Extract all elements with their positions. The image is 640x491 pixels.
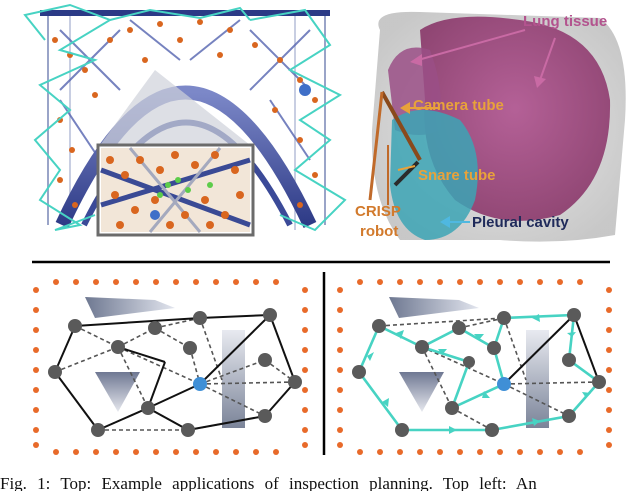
start-node bbox=[497, 377, 511, 391]
obstacle-bar bbox=[526, 330, 549, 428]
lung-illustration bbox=[368, 11, 626, 242]
graph-nodes bbox=[352, 308, 606, 437]
graph-left bbox=[33, 279, 308, 455]
inspection-zoom-inset bbox=[100, 147, 251, 233]
label-robot: robot bbox=[360, 223, 398, 240]
figure-caption: Fig. 1: Top: Example applications of ins… bbox=[0, 470, 640, 491]
path-arrowheads bbox=[367, 314, 591, 434]
label-snare-tube: Snare tube bbox=[418, 167, 496, 184]
label-pleural-cavity: Pleural cavity bbox=[472, 214, 569, 231]
label-lung-tissue: Lung tissue bbox=[523, 13, 607, 30]
label-camera-tube: Camera tube bbox=[413, 97, 504, 114]
label-crisp: CRISP bbox=[355, 203, 401, 220]
graph-edges-solid bbox=[503, 314, 600, 417]
caption-text: Fig. 1: Top: Example applications of ins… bbox=[0, 474, 537, 491]
lung-annotation-arrows bbox=[387, 29, 556, 228]
obstacle-triangle bbox=[399, 372, 444, 412]
obstacle-bar bbox=[222, 330, 245, 428]
graph-edges-solid bbox=[54, 314, 296, 431]
boundary-dots bbox=[337, 279, 612, 455]
bridge-illustration bbox=[23, 3, 347, 237]
obstacle-triangle bbox=[95, 372, 140, 412]
start-node bbox=[193, 377, 207, 391]
obstacle-wedge bbox=[389, 297, 479, 318]
graph-right bbox=[337, 279, 612, 455]
boundary-dots bbox=[33, 279, 308, 455]
graph-nodes bbox=[48, 308, 302, 437]
obstacle-wedge bbox=[85, 297, 175, 318]
